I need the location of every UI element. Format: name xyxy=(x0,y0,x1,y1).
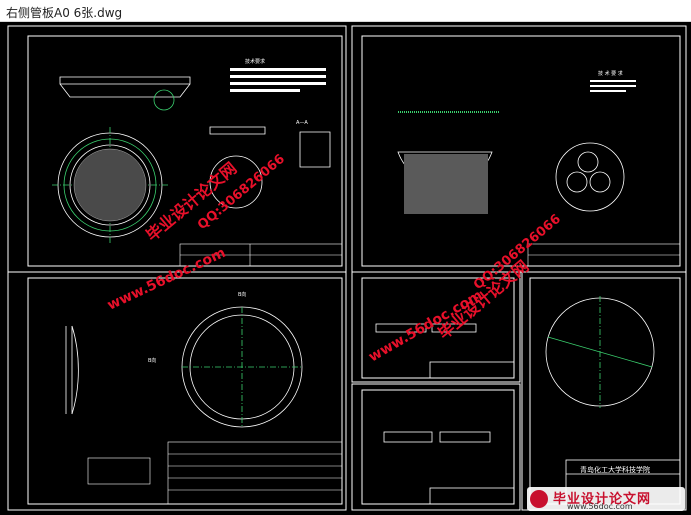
section-view-body xyxy=(59,83,191,98)
sheet-2-inner-frame xyxy=(361,35,681,267)
sheet-4-title-block xyxy=(429,361,515,379)
sheet-1-tube-pattern xyxy=(73,148,147,222)
distributor-hole-3 xyxy=(577,151,599,173)
sheet-1-notes: 技术要求 A—A xyxy=(230,58,326,126)
sheet-2-notes-title: 技 术 要 求 xyxy=(598,70,623,77)
sheet-3-outer-frame xyxy=(7,271,347,511)
notes-line-4 xyxy=(230,89,300,92)
site-logo: 毕业设计论文网 www.56doc.com xyxy=(527,487,685,511)
watermark-group-2: 毕业设计论文网 QQ:306826066 www.56doc.com xyxy=(366,212,564,366)
tubesheet-inner-circle xyxy=(69,144,151,226)
detail-block xyxy=(299,131,331,168)
bolt-detail-2 xyxy=(431,323,477,333)
notes-line-1 xyxy=(230,68,326,71)
sheet-2-title-block xyxy=(527,243,681,267)
detail-view-circle xyxy=(209,155,263,209)
dimension-bar xyxy=(209,126,266,135)
detail-callout-circle xyxy=(153,89,175,111)
sheet-3-view-label: B向 xyxy=(238,291,246,298)
watermark-url-1: www.56doc.com xyxy=(105,245,228,314)
sheet-3-inner-frame xyxy=(27,277,343,505)
cad-drawing: 技术要求 A—A 技 术 要 求 xyxy=(7,25,687,511)
logo-main-text: 毕业设计论文网 xyxy=(553,492,652,507)
bolt-detail-1 xyxy=(375,323,427,333)
watermark-url-2: www.56doc.com xyxy=(366,287,485,365)
parts-table-frame xyxy=(167,441,343,505)
sheet-3-notes-box xyxy=(87,457,151,485)
logo-url-text: www.56doc.com xyxy=(567,502,633,511)
sheet-3-parts-table xyxy=(87,441,343,505)
baffle-cut-line xyxy=(547,336,653,368)
sheet-5-views xyxy=(383,431,515,505)
gasket-detail-1 xyxy=(383,431,433,443)
notes-line-2 xyxy=(230,75,326,78)
sheet-2-note-line-3 xyxy=(590,90,626,92)
sheet-1-outer-frame xyxy=(7,25,347,273)
sheet-3-section-label: B向 xyxy=(148,357,156,364)
sheet-3-views xyxy=(65,306,303,428)
sheet-4-outer-frame xyxy=(351,271,521,383)
notes-line-3 xyxy=(230,82,326,85)
cad-drawing-canvas[interactable]: 技术要求 A—A 技 术 要 求 xyxy=(0,22,691,515)
sheet-2-notes: 技 术 要 求 xyxy=(590,70,636,92)
sheet-2-outer-frame xyxy=(351,25,687,273)
sheet-4-views xyxy=(375,323,515,379)
window-titlebar: 右侧管板A0 6张.dwg xyxy=(0,0,691,22)
distributor-hole-2 xyxy=(589,171,611,193)
distributor-outer-circle xyxy=(555,142,625,212)
sheet-2-note-line-2 xyxy=(590,85,636,87)
window-title: 右侧管板A0 6张.dwg xyxy=(6,6,123,20)
sheet-3-labels: B向 B向 xyxy=(148,291,246,364)
sheet-frames xyxy=(7,25,687,511)
gasket-detail-2 xyxy=(439,431,491,443)
sheet-1-notes-title: 技术要求 xyxy=(245,58,265,65)
sheet-5-outer-frame xyxy=(351,383,521,511)
elliptical-head-outline xyxy=(71,325,79,415)
sheet-1-title-block xyxy=(179,243,343,267)
sheet-5-inner-frame xyxy=(361,389,515,505)
sheet-2-views xyxy=(397,111,625,214)
distributor-hole-1 xyxy=(566,171,588,193)
logo-emblem-icon xyxy=(530,490,548,508)
head-tube-pattern xyxy=(404,154,488,214)
title-block-school: 青岛化工大学科技学院 xyxy=(580,465,650,474)
sheet-1-section-label: A—A xyxy=(296,120,308,126)
section-view-top xyxy=(59,76,191,85)
tube-hole-pattern-fill xyxy=(73,148,147,222)
sheet-2-note-line-1 xyxy=(590,80,636,82)
sheet-5-title-block xyxy=(429,487,515,505)
